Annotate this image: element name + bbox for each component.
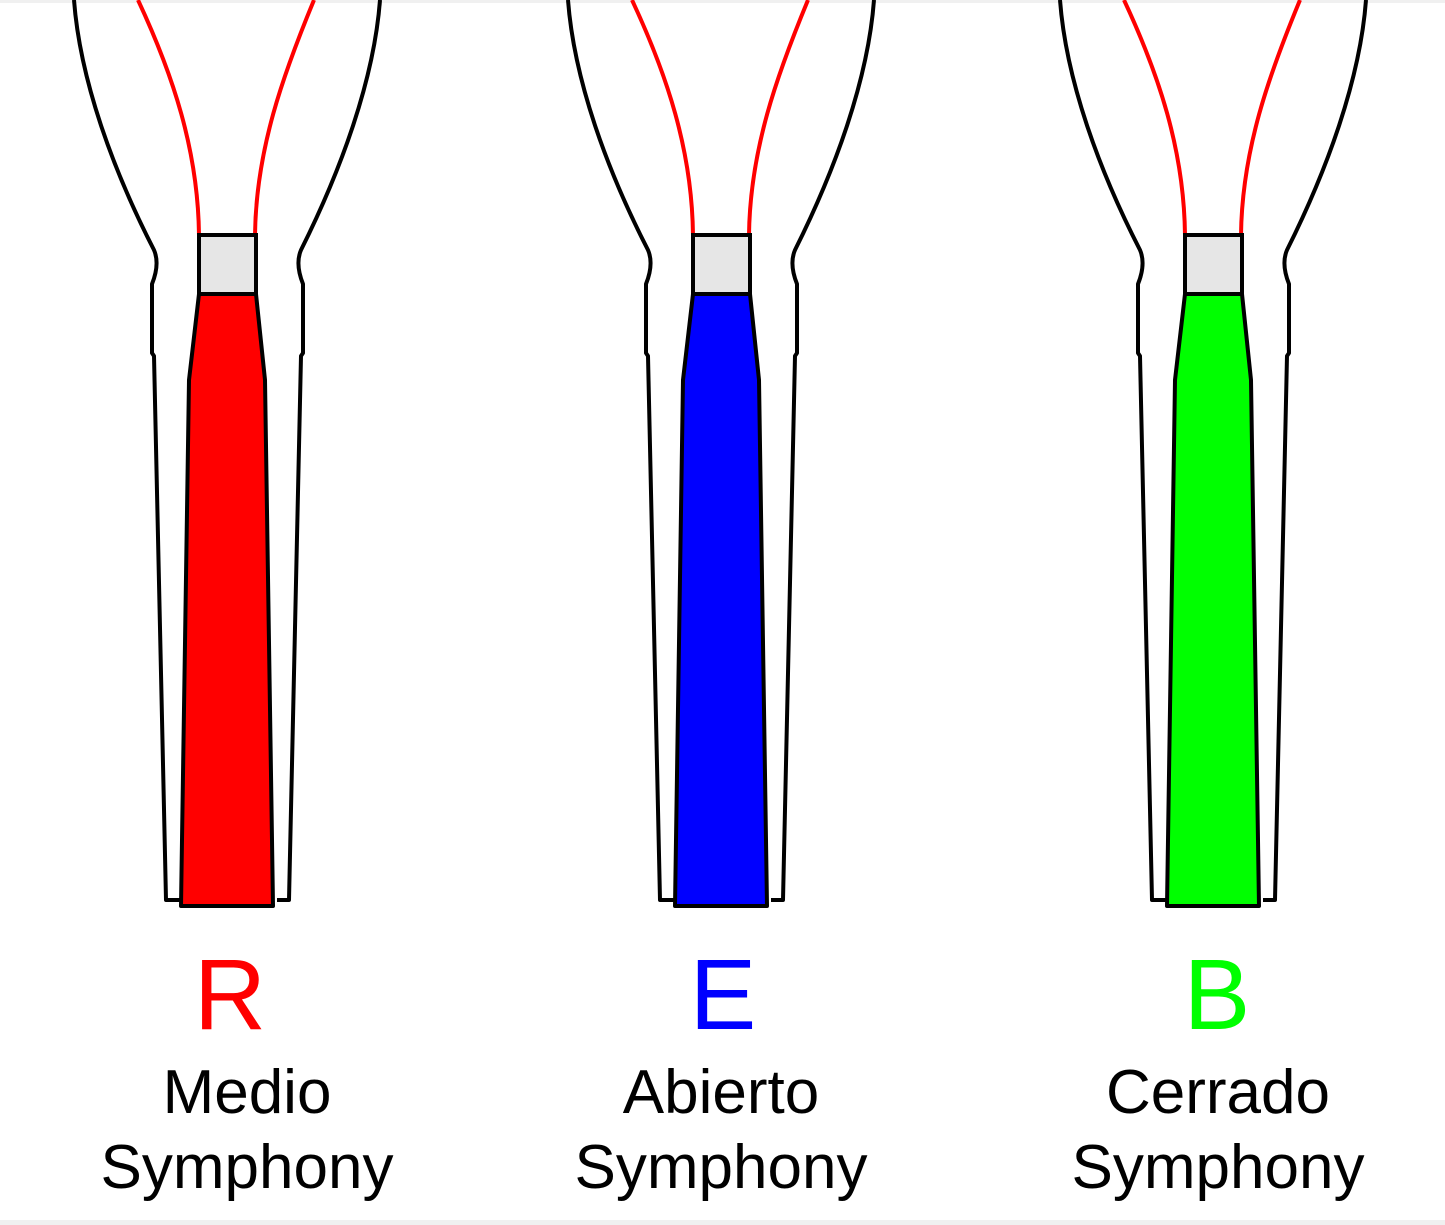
- top-divider: [0, 0, 1445, 3]
- reed-staple-body: [179, 292, 275, 908]
- reed-caption-medio: Medio Symphony: [47, 1055, 447, 1205]
- reed-sleeve: [197, 233, 258, 296]
- reed-caption-abierto: Abierto Symphony: [521, 1055, 921, 1205]
- reed-brand: Symphony: [1071, 1133, 1365, 1202]
- bottom-divider: [0, 1220, 1445, 1225]
- reed-letter-e: E: [689, 939, 757, 1051]
- reed-letter-b: B: [1183, 939, 1251, 1051]
- wire-left: [1122, 0, 1187, 236]
- reed-right-outline: [771, 0, 876, 902]
- reed-right-outline: [277, 0, 382, 902]
- reed-sleeve: [691, 233, 752, 296]
- reed-medio: [72, 0, 382, 908]
- reed-name: Medio: [162, 1058, 332, 1127]
- wire-right: [253, 0, 316, 236]
- reed-caption-cerrado: Cerrado Symphony: [1018, 1055, 1418, 1205]
- wire-left: [630, 0, 695, 236]
- reed-staple-body: [1165, 292, 1261, 908]
- reed-left-outline: [1058, 0, 1166, 902]
- wire-right: [747, 0, 810, 236]
- reed-right-outline: [1263, 0, 1368, 902]
- reed-cerrado: [1058, 0, 1368, 908]
- reed-name: Abierto: [622, 1058, 820, 1127]
- wire-left: [136, 0, 201, 236]
- reed-abierto: [566, 0, 876, 908]
- reed-left-outline: [72, 0, 180, 902]
- reed-letter-r: R: [193, 939, 267, 1051]
- reed-staple-body: [673, 292, 769, 908]
- reed-left-outline: [566, 0, 674, 902]
- reed-sleeve: [1183, 233, 1244, 296]
- wire-right: [1239, 0, 1302, 236]
- reed-name: Cerrado: [1106, 1058, 1330, 1127]
- reed-brand: Symphony: [574, 1133, 868, 1202]
- reed-brand: Symphony: [100, 1133, 394, 1202]
